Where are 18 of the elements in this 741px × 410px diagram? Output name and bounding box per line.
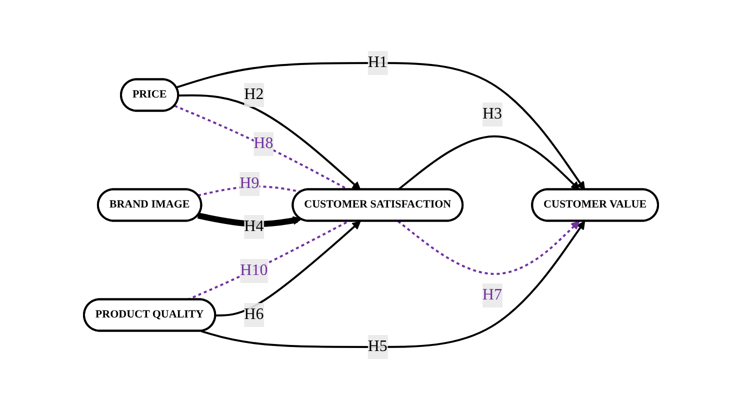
edge-label: H6	[244, 306, 264, 323]
edge-label: H4	[244, 218, 264, 235]
edge-label: H7	[482, 286, 502, 304]
edge-label: H1	[367, 54, 387, 71]
edge-label: H10	[240, 262, 268, 279]
arrow	[200, 220, 585, 348]
connector	[186, 220, 349, 301]
arrow	[196, 212, 302, 228]
arrow	[176, 62, 585, 190]
arrow	[396, 220, 580, 275]
arrow	[178, 94, 360, 190]
arrow	[215, 220, 360, 316]
edge-label: H3	[482, 105, 502, 122]
edge-label: H2	[244, 86, 264, 103]
edge-label: H8	[253, 135, 273, 152]
arrow	[396, 135, 580, 191]
edge-label: H9	[239, 174, 259, 192]
edge-label: H5	[367, 338, 387, 355]
